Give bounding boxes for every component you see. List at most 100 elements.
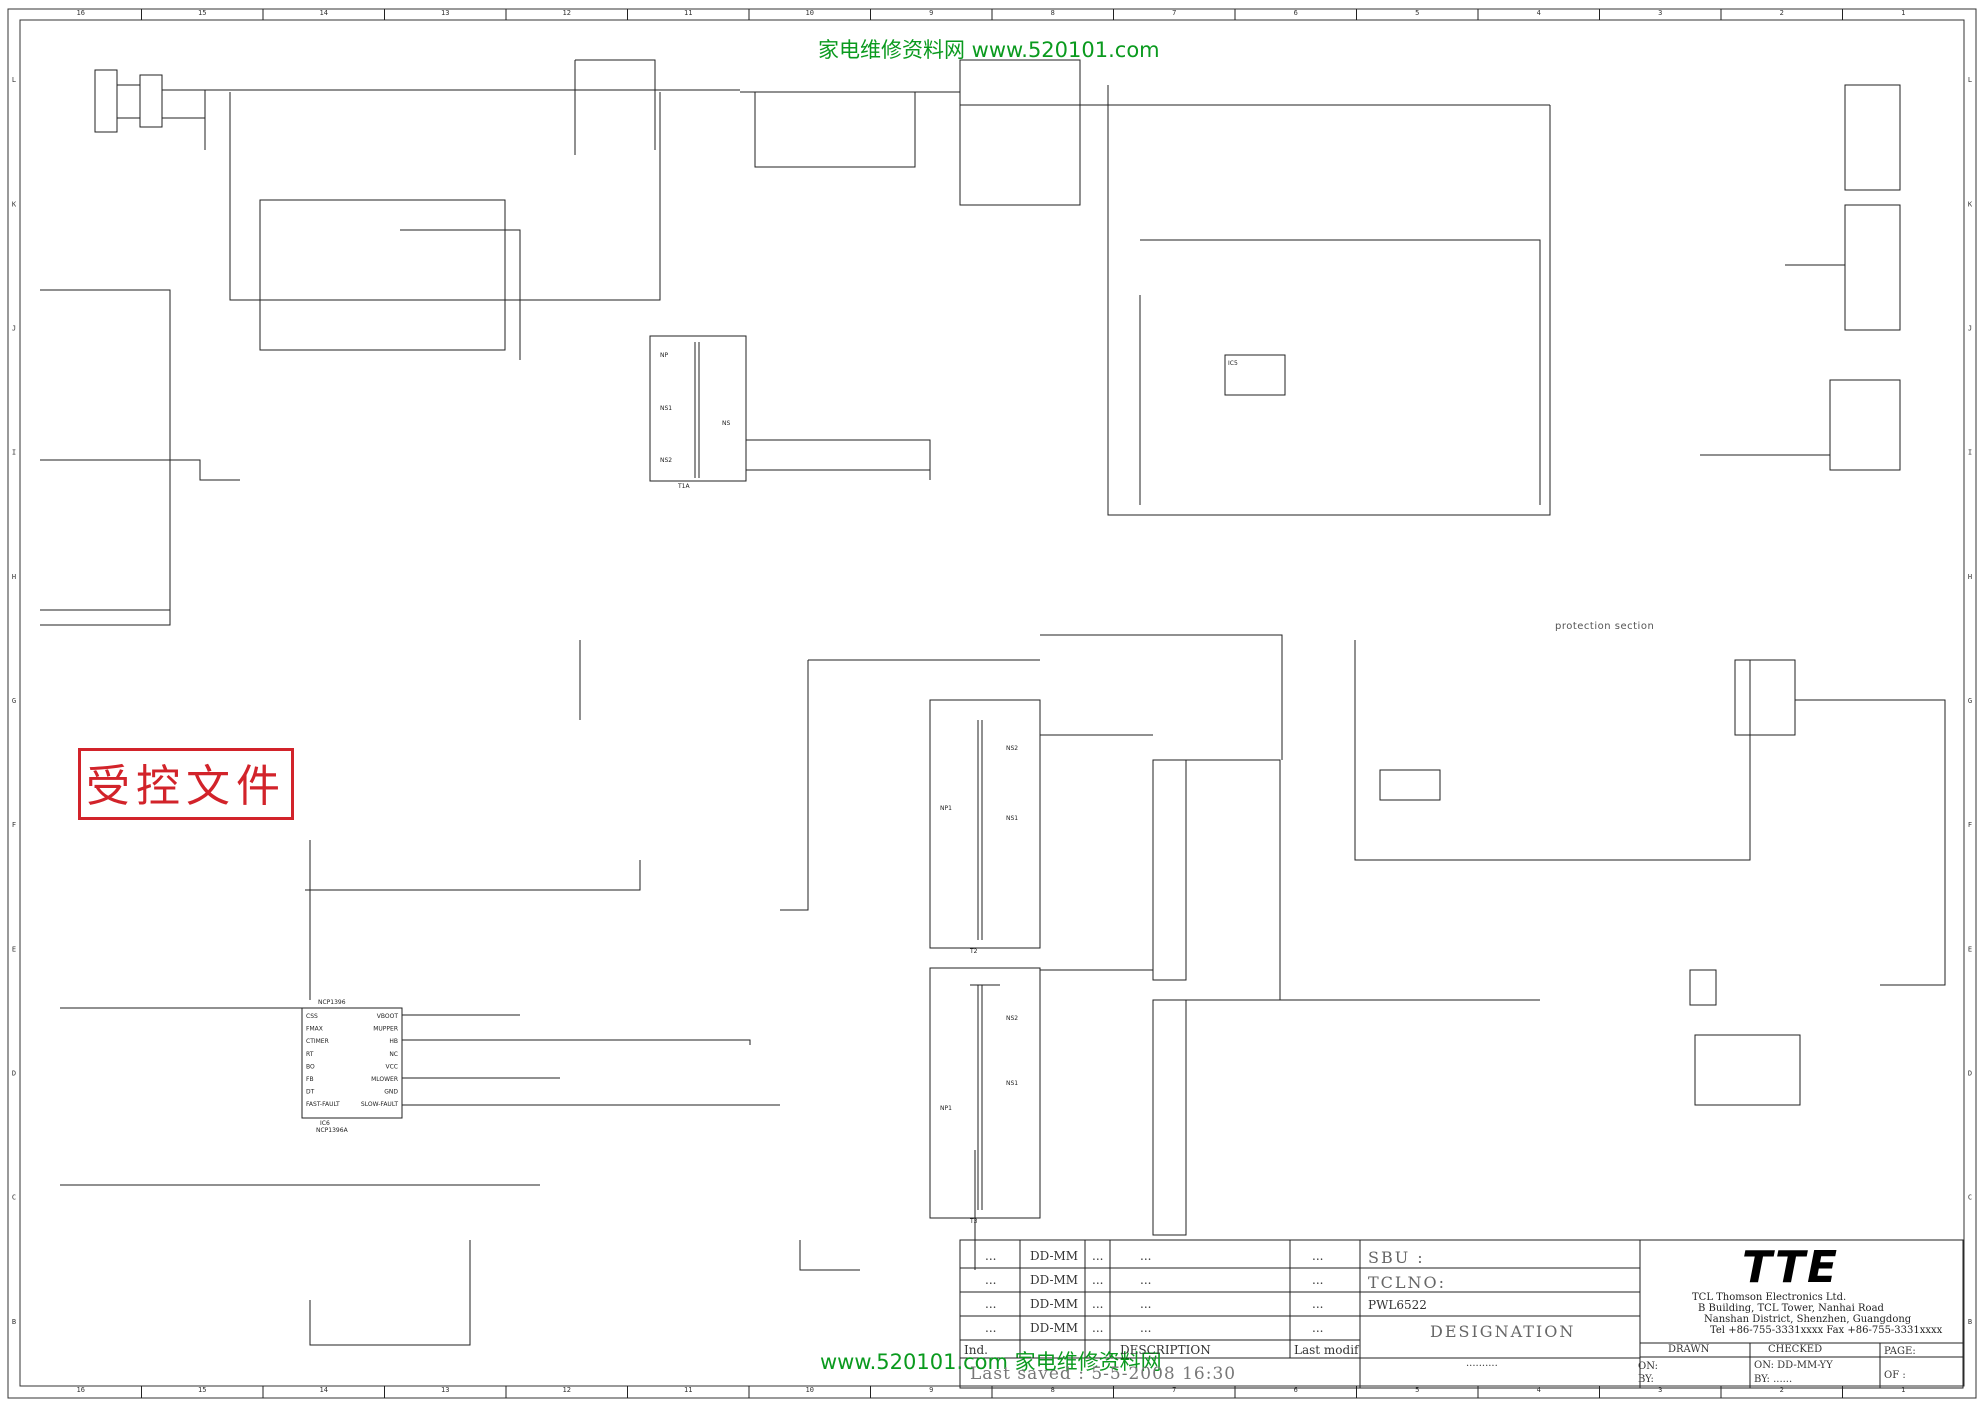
drawn-on: ON: bbox=[1638, 1361, 1658, 1372]
page-label: PAGE: bbox=[1884, 1346, 1916, 1357]
revision-cell: DD-MM bbox=[1030, 1273, 1079, 1287]
revision-cell: ... bbox=[1312, 1297, 1324, 1311]
column-marker: 7 bbox=[1172, 9, 1176, 17]
svg-text:NP: NP bbox=[660, 352, 668, 359]
column-marker: 4 bbox=[1537, 9, 1541, 17]
ic6-right-pin: VCC bbox=[386, 1063, 398, 1070]
column-marker: 8 bbox=[1051, 9, 1055, 17]
input-filter-block bbox=[94, 59, 1551, 516]
svg-text:IC6: IC6 bbox=[320, 1120, 330, 1127]
column-marker: 2 bbox=[1780, 1386, 1784, 1394]
ic6-right-pin: HB bbox=[389, 1038, 398, 1045]
transformer-t2: NS2 NS1 NP1 T2 bbox=[929, 699, 1041, 955]
standby-controller-block: IC5 bbox=[1139, 239, 1541, 505]
row-marker: E bbox=[1968, 945, 1972, 953]
revision-cell: DD-MM bbox=[1030, 1297, 1079, 1311]
bottom-connectors bbox=[1689, 969, 1801, 1106]
ic6-right-pin: VBOOT bbox=[377, 1013, 399, 1020]
column-marker: 9 bbox=[929, 1386, 933, 1394]
svg-text:NS: NS bbox=[722, 420, 730, 427]
checked-by: BY: ...... bbox=[1754, 1374, 1793, 1385]
row-marker: H bbox=[1968, 573, 1972, 581]
row-marker: C bbox=[12, 1194, 16, 1202]
column-marker: 7 bbox=[1172, 1386, 1176, 1394]
column-marker: 15 bbox=[198, 9, 206, 17]
ic6-header: NCP1396 bbox=[318, 999, 346, 1006]
svg-text:T3: T3 bbox=[969, 1218, 978, 1225]
column-marker: 16 bbox=[77, 1386, 85, 1394]
last-saved: Last saved : 5-5-2008 16:30 bbox=[970, 1364, 1237, 1384]
row-marker: G bbox=[12, 697, 16, 705]
rectifier-columns bbox=[1040, 634, 1540, 1236]
checked-label: CHECKED bbox=[1768, 1344, 1823, 1355]
revision-cell: ... bbox=[1312, 1249, 1324, 1263]
revision-cell: ... bbox=[1312, 1321, 1324, 1335]
ic6-left-pin: BO bbox=[306, 1063, 315, 1070]
svg-text:NP1: NP1 bbox=[940, 1105, 952, 1112]
header-ind: Ind. bbox=[964, 1343, 988, 1357]
column-marker: 5 bbox=[1415, 1386, 1419, 1394]
row-marker: D bbox=[12, 1070, 16, 1078]
protection-block bbox=[1354, 640, 1946, 986]
company-address-line: Nanshan District, Shenzhen, Guangdong bbox=[1704, 1314, 1912, 1325]
column-marker: 1 bbox=[1901, 1386, 1905, 1394]
transformer-t1a: NP NS1 NS2 NS T1A bbox=[649, 335, 931, 490]
tte-logo: TTE bbox=[1742, 1242, 1840, 1293]
revision-cell: ... bbox=[985, 1321, 997, 1335]
row-marker: H bbox=[12, 573, 16, 581]
company-address-line: Tel +86-755-3331xxxx Fax +86-755-3331xxx… bbox=[1710, 1325, 1943, 1336]
ic6-left-pin: FB bbox=[306, 1076, 314, 1083]
company-address-line: B Building, TCL Tower, Nanhai Road bbox=[1698, 1303, 1884, 1314]
revision-cell: ... bbox=[1140, 1249, 1152, 1263]
svg-text:T2: T2 bbox=[969, 948, 978, 955]
svg-text:NS2: NS2 bbox=[660, 457, 672, 464]
ic6-left-pin: CSS bbox=[306, 1013, 318, 1020]
svg-text:NS2: NS2 bbox=[1006, 745, 1018, 752]
svg-text:NS1: NS1 bbox=[660, 405, 672, 412]
revision-cell: ... bbox=[1140, 1321, 1152, 1335]
row-marker: K bbox=[12, 200, 17, 208]
svg-text:T1A: T1A bbox=[677, 483, 690, 490]
ic6-left-pin: RT bbox=[306, 1051, 314, 1058]
watermark-bottom: www.520101.com 家电维修资料网 bbox=[820, 1350, 1162, 1374]
sheet-border-outer bbox=[7, 8, 1977, 1399]
revision-cell: ... bbox=[1140, 1273, 1152, 1287]
output-connectors bbox=[1700, 84, 1901, 471]
row-marker: B bbox=[1968, 1318, 1972, 1326]
ic6-left-pin: FMAX bbox=[306, 1026, 323, 1033]
column-marker: 11 bbox=[684, 1386, 692, 1394]
column-marker: 14 bbox=[320, 9, 328, 17]
company-address-line: TCL Thomson Electronics Ltd. bbox=[1692, 1292, 1847, 1303]
column-marker: 12 bbox=[563, 1386, 571, 1394]
ic6-left-pin: FAST-FAULT bbox=[306, 1101, 340, 1108]
drawn-by: BY: bbox=[1638, 1374, 1654, 1385]
revision-cell: ... bbox=[1092, 1249, 1104, 1263]
column-marker: 1 bbox=[1901, 9, 1905, 17]
ic6-right-pin: GND bbox=[384, 1089, 398, 1096]
column-marker: 4 bbox=[1537, 1386, 1541, 1394]
column-marker: 3 bbox=[1658, 1386, 1662, 1394]
column-marker: 16 bbox=[77, 9, 85, 17]
row-marker: D bbox=[1968, 1070, 1972, 1078]
drawn-label: DRAWN bbox=[1668, 1344, 1710, 1355]
column-marker: 3 bbox=[1658, 9, 1662, 17]
svg-text:NS2: NS2 bbox=[1006, 1015, 1018, 1022]
row-marker: L bbox=[12, 76, 16, 84]
revision-cell: ... bbox=[1092, 1321, 1104, 1335]
column-marker: 2 bbox=[1780, 9, 1784, 17]
designation-label: DESIGNATION bbox=[1430, 1322, 1576, 1341]
ic6-left-pin: CTIMER bbox=[306, 1038, 329, 1045]
misc-wires bbox=[305, 640, 1040, 1271]
revision-cell: ... bbox=[985, 1249, 997, 1263]
ic6-right-pin: MLOWER bbox=[371, 1076, 398, 1083]
checked-on: ON: DD-MM-YY bbox=[1754, 1360, 1833, 1371]
svg-text:NP1: NP1 bbox=[940, 805, 952, 812]
svg-text:NS1: NS1 bbox=[1006, 815, 1018, 822]
row-marker: I bbox=[1968, 449, 1972, 457]
sheet-border-inner bbox=[19, 19, 1965, 1387]
title-block bbox=[959, 1239, 1964, 1389]
column-marker: 13 bbox=[441, 9, 449, 17]
svg-text:IC5: IC5 bbox=[1228, 360, 1238, 367]
